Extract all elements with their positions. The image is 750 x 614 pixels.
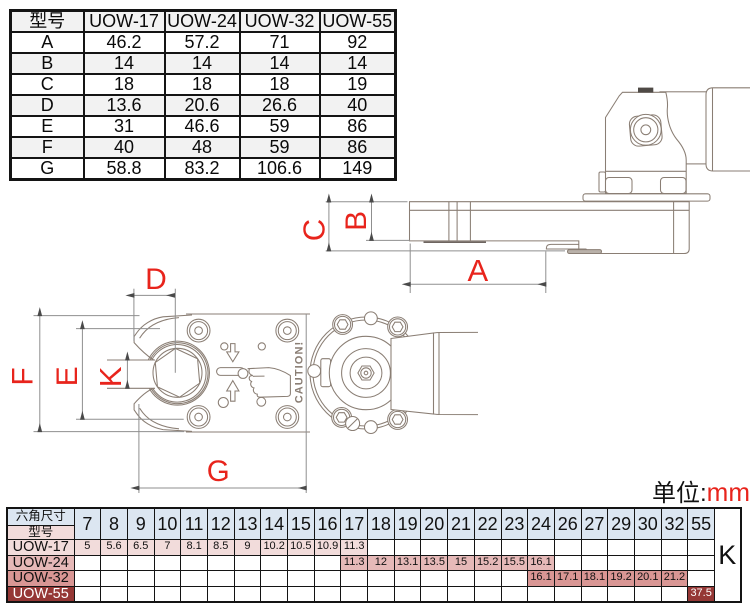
svg-text:E: E	[51, 366, 84, 386]
svg-text:K: K	[93, 366, 128, 387]
svg-text:单位:mm: 单位:mm	[652, 477, 750, 507]
svg-text:F: F	[7, 367, 40, 385]
svg-text:G: G	[207, 455, 230, 488]
svg-text:A: A	[468, 253, 489, 288]
svg-text:CAUTION!: CAUTION!	[294, 341, 306, 404]
svg-text:C: C	[297, 219, 332, 241]
svg-text:D: D	[145, 263, 167, 296]
svg-text:B: B	[340, 211, 373, 231]
